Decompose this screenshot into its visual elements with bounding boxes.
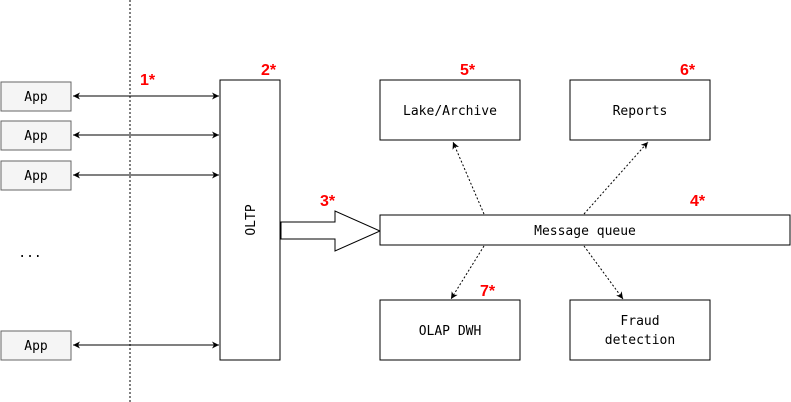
app-box [0, 120, 72, 151]
lake-archive-box [379, 79, 521, 141]
marker-1: 1* [140, 72, 156, 89]
app-node: App [0, 120, 72, 151]
app-box [0, 81, 72, 112]
marker-6: 6* [680, 62, 696, 79]
app-box [0, 330, 72, 361]
marker-4: 4* [690, 193, 706, 210]
oltp-box [219, 79, 281, 361]
reports-node: Reports [569, 79, 711, 141]
oltp-label: OLTP [244, 204, 259, 235]
app-node: App [0, 81, 72, 112]
oltp-node: OLTP [219, 79, 281, 361]
marker-3: 3* [320, 193, 336, 210]
olap-dwh-label: OLAP DWH [419, 324, 482, 339]
app-label: App [24, 90, 48, 105]
app-label: App [24, 339, 48, 354]
fraud-detection-box [569, 299, 711, 361]
lake-archive-node: Lake/Archive [379, 79, 521, 141]
queue-to-olap-arrow [450, 245, 485, 300]
reports-box [569, 79, 711, 141]
lake-archive-label: Lake/Archive [403, 104, 497, 119]
app-label: App [24, 129, 48, 144]
message-queue-box [379, 214, 791, 246]
queue-to-fraud-arrow [583, 245, 624, 300]
apps-ellipsis: ... [18, 246, 41, 261]
message-queue-label: Message queue [534, 224, 636, 239]
fraud-detection-node: Fraud detection [569, 299, 711, 361]
marker-2: 2* [261, 62, 277, 79]
message-queue-node: Message queue [379, 214, 791, 246]
app-node: App [0, 330, 72, 361]
olap-dwh-box [379, 299, 521, 361]
fraud-detection-label-line2: detection [605, 333, 675, 348]
queue-to-lake-arrow [452, 141, 485, 215]
marker-5: 5* [460, 62, 476, 79]
queue-to-reports-arrow [583, 141, 649, 215]
app-label: App [24, 169, 48, 184]
olap-dwh-node: OLAP DWH [379, 299, 521, 361]
fraud-detection-label-line1: Fraud [620, 314, 659, 329]
marker-7: 7* [480, 283, 496, 300]
app-box [0, 160, 72, 191]
reports-label: Reports [613, 104, 668, 119]
app-node: App [0, 160, 72, 191]
stream-arrow [280, 210, 382, 252]
